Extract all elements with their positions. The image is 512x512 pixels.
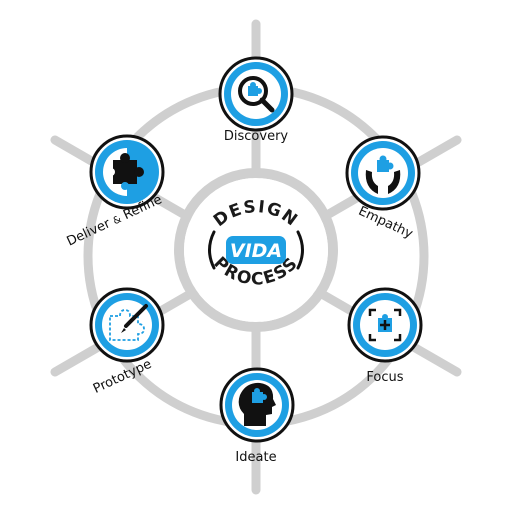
hub-right-bracket bbox=[296, 230, 304, 270]
stage-ideate: Ideate bbox=[219, 367, 295, 465]
hub-left-bracket bbox=[208, 230, 216, 270]
stage-label-amp: & bbox=[112, 214, 124, 227]
head-puzzle-icon bbox=[238, 382, 276, 426]
stage-empathy: Empathy bbox=[345, 135, 421, 242]
vida-text: VIDA bbox=[230, 240, 282, 262]
magnifier-puzzle-icon bbox=[238, 76, 275, 113]
stage-label-ideate: Ideate bbox=[235, 450, 276, 465]
vida-badge bbox=[226, 236, 286, 264]
stage-focus: Focus bbox=[347, 287, 423, 385]
stage-prototype: Prototype bbox=[89, 287, 165, 397]
pen-dotted-puzzle-icon bbox=[109, 304, 148, 341]
stage-label-focus: Focus bbox=[366, 370, 403, 385]
stage-discovery: Discovery bbox=[218, 56, 294, 144]
hub-ring bbox=[174, 168, 338, 332]
focus-frame-puzzle-icon bbox=[368, 308, 402, 342]
stage-label-discovery: Discovery bbox=[224, 129, 289, 144]
puzzle-piece-icon bbox=[107, 153, 144, 190]
hub: DESIGN PROCESS VIDA bbox=[184, 178, 328, 322]
hands-holding-puzzle-icon bbox=[365, 155, 401, 194]
